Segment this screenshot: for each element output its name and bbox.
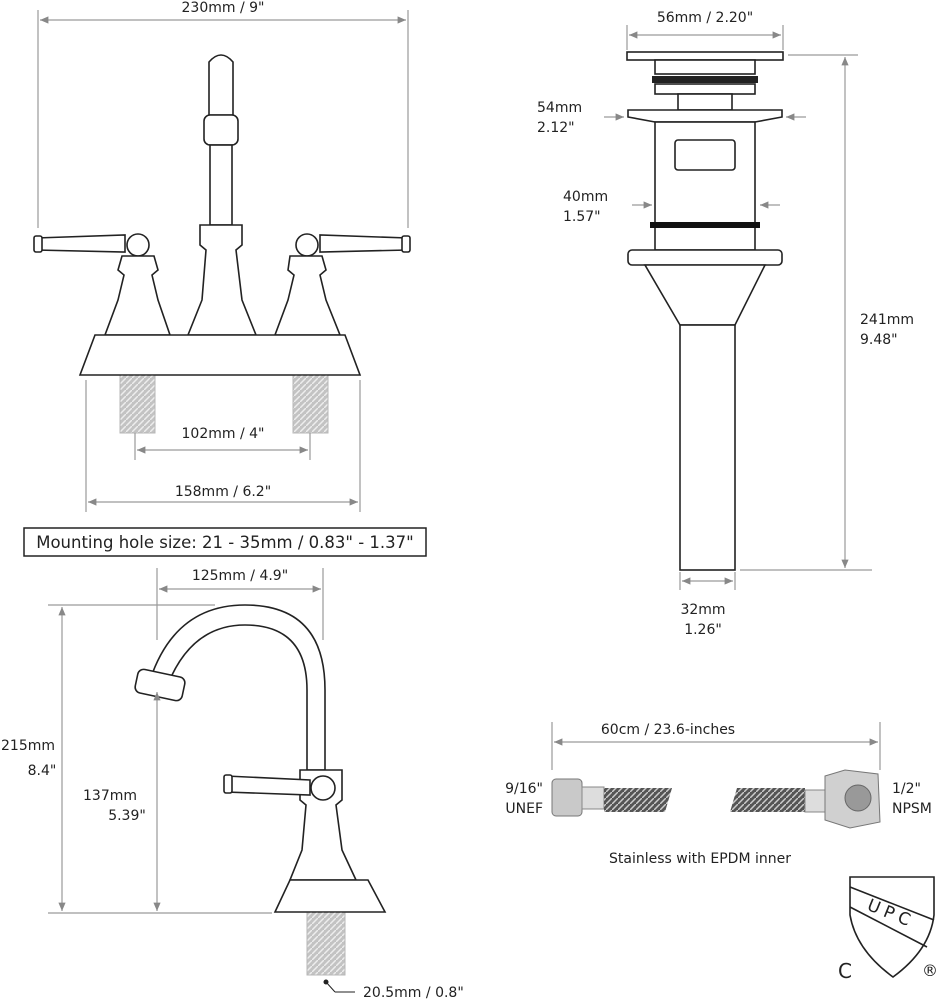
height-mm-label: 215mm [1,738,55,754]
spout-height-in-label: 5.39" [108,808,146,824]
c-mark: C [838,959,852,983]
hose-material-label: Stainless with EPDM inner [609,851,791,867]
spout-reach-label: 125mm / 4.9" [192,568,288,584]
hole-spacing-label: 102mm / 4" [182,426,265,442]
registered-mark: ® [922,961,938,980]
shank-diameter-label: 20.5mm / 0.8" [363,985,464,1000]
body-in-label: 1.57" [563,209,601,225]
flange-in-label: 2.12" [537,120,575,136]
length-mm-label: 241mm [860,312,914,328]
right-size-label: 1/2" [892,781,921,797]
left-size-label: 9/16" [505,781,543,797]
left-thread-label: UNEF [505,801,543,817]
mounting-hole-note: Mounting hole size: 21 - 35mm / 0.83" - … [23,527,427,557]
height-in-label: 8.4" [28,763,57,779]
flange-mm-label: 54mm [537,100,582,116]
tail-mm-label: 32mm [680,602,725,618]
right-thread-label: NPSM [892,801,932,817]
length-in-label: 9.48" [860,332,898,348]
side-faucet-view: 125mm / 4.9" 215mm 8.4" 137mm 5.39" 20.5… [1,568,464,1000]
cap-width-label: 56mm / 2.20" [657,10,753,26]
drain-view: 56mm / 2.20" 54mm 2.12" 40mm 1.57" 241mm… [537,10,914,638]
hose-view: 60cm / 23.6-inches 9/16" UNEF 1/2" NPSM … [505,722,932,867]
upc-certification-logo: UPC C ® [838,876,938,983]
body-mm-label: 40mm [563,189,608,205]
overall-width-label: 230mm / 9" [182,0,265,16]
tail-in-label: 1.26" [684,622,722,638]
front-faucet-view: 230mm / 9" 102mm / 4" 158mm / 6.2" [33,0,411,512]
svg-text:Mounting hole size: 21 - 35mm: Mounting hole size: 21 - 35mm / 0.83" - … [36,533,414,552]
hose-length-label: 60cm / 23.6-inches [601,722,735,738]
spout-height-mm-label: 137mm [83,788,137,804]
base-width-label: 158mm / 6.2" [175,484,271,500]
